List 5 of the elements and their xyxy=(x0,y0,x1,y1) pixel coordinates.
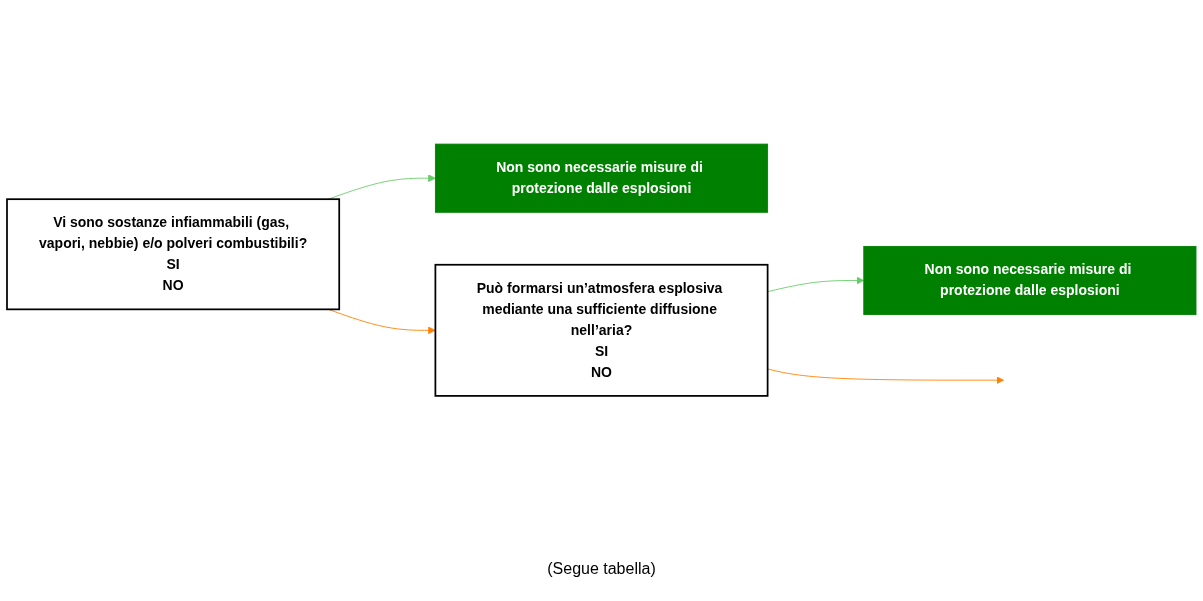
note-text: (Segue tabella) xyxy=(546,560,657,578)
node-box: Non sono necessarie misure di protezione dalle esplosioni xyxy=(863,245,1197,316)
node-box: Vi sono sostanze infiammabili (gas, vapori, nebbie) e/o polveri combustibili? SI NO xyxy=(6,198,341,311)
node-box: Non sono necessarie misure di protezione dalle esplosioni xyxy=(434,143,769,213)
node-box: Può formarsi un’atmosfera esplosiva mediante una sufficiente diffusione nell’aria? SI NO xyxy=(434,263,769,397)
